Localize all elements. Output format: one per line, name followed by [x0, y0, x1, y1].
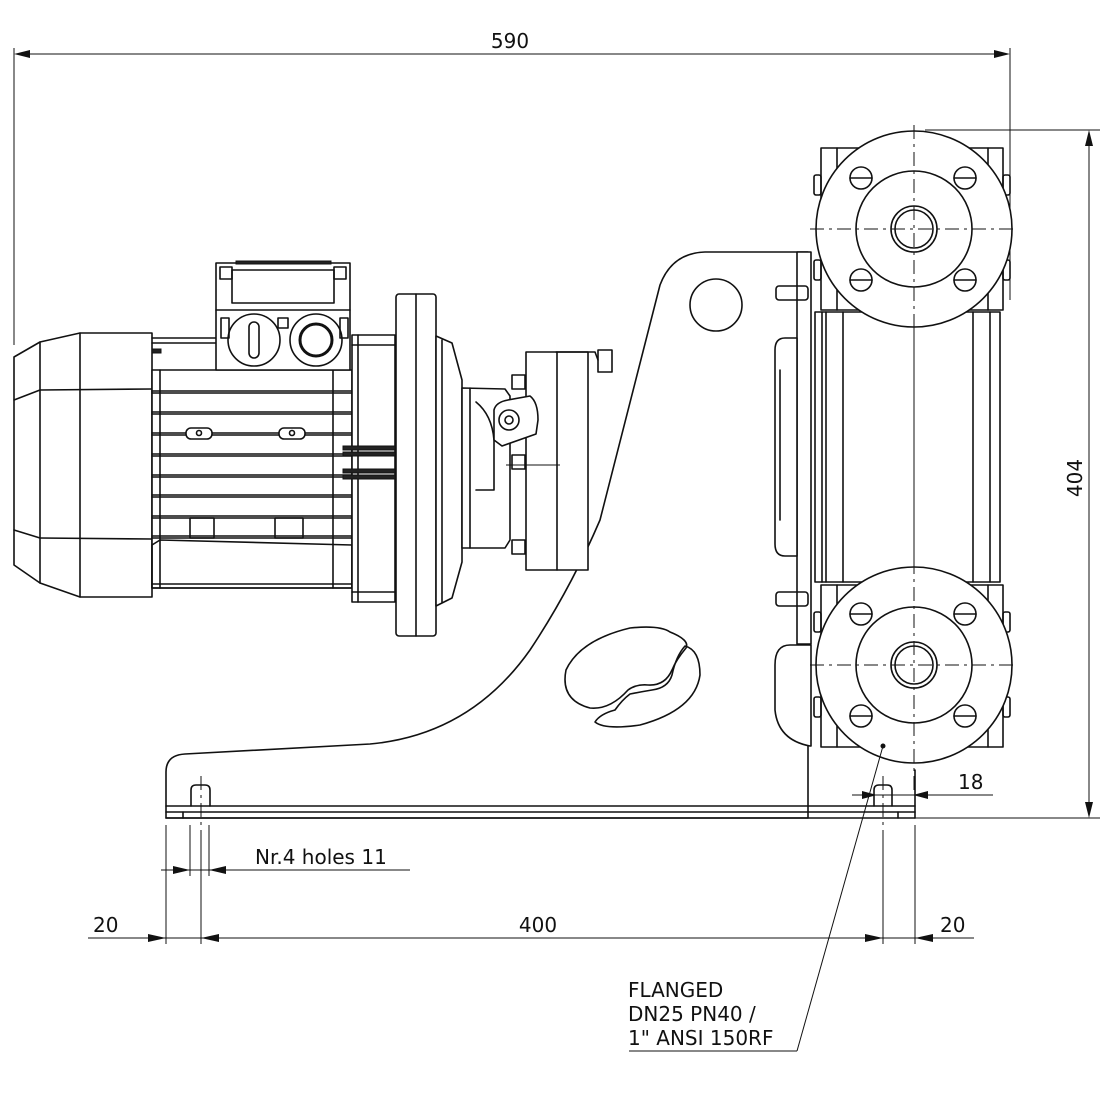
dimension-label-right-20: 20	[940, 913, 965, 937]
flange-label-line3: 1" ANSI 150RF	[628, 1026, 773, 1050]
electric-motor	[13, 260, 463, 637]
bottom-flange	[810, 560, 1016, 790]
dimension-label-590: 590	[491, 29, 529, 53]
flange-label-line1: FLANGED	[628, 978, 723, 1002]
dimension-flange-offset: 18	[852, 770, 993, 799]
base-bracket	[165, 251, 916, 830]
cooling-fins	[151, 390, 353, 539]
top-flange	[810, 125, 1016, 330]
flange-callout: FLANGED DN25 PN40 / 1" ANSI 150RF	[628, 743, 886, 1052]
terminal-box	[215, 260, 351, 371]
dimension-foot-spacing: 20 400 20	[88, 825, 974, 944]
pump-head	[774, 125, 1016, 790]
dimension-overall-length: 590	[13, 29, 1011, 345]
flange-label-line2: DN25 PN40 /	[628, 1002, 756, 1026]
dimension-label-404: 404	[1063, 459, 1087, 497]
tie-rods	[342, 445, 396, 480]
coupling-lantern	[461, 349, 613, 571]
holes-annotation: Nr.4 holes 11	[255, 845, 387, 869]
dimension-overall-height: 404	[915, 129, 1100, 819]
dimension-foot-holes: Nr.4 holes 11	[161, 825, 410, 944]
dimension-label-400: 400	[519, 913, 557, 937]
dimension-label-left-20: 20	[93, 913, 118, 937]
dimension-label-18: 18	[958, 770, 983, 794]
